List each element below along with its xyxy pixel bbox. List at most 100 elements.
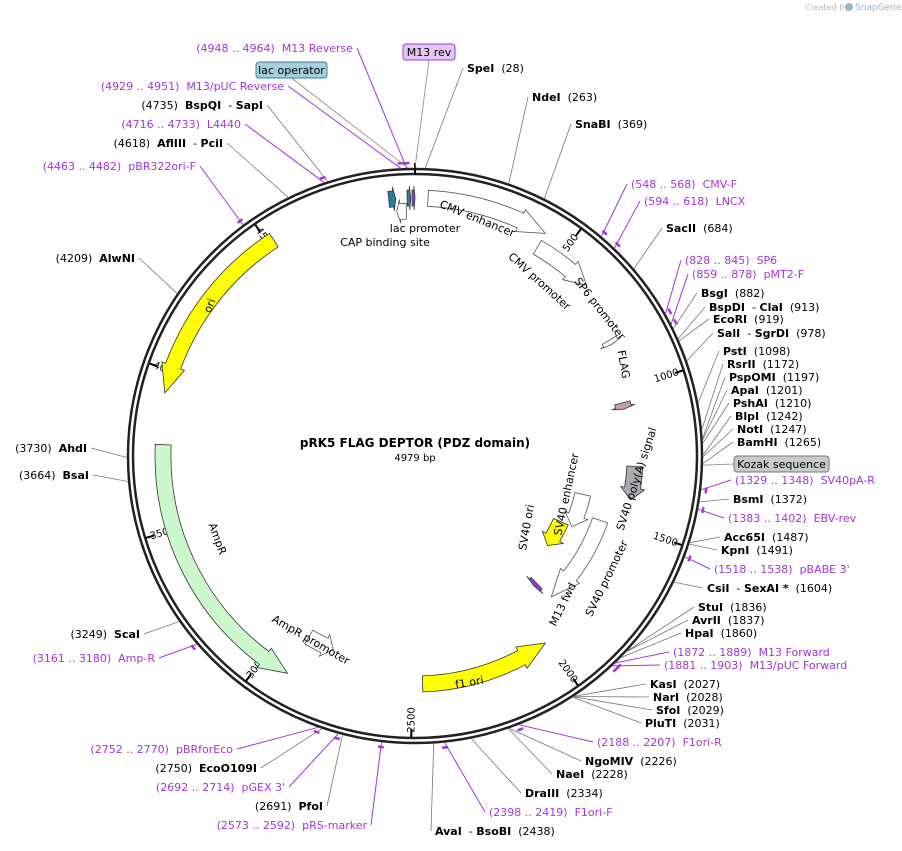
label-f1ori-f: (2398 .. 2419) F1ori-F xyxy=(489,806,613,819)
feature-f1-ori xyxy=(421,642,547,693)
leader-line xyxy=(702,441,734,464)
primer-mark xyxy=(704,487,708,494)
label-part: M13 Reverse xyxy=(282,42,353,55)
label-afliii: (4618) AflIII - PciI xyxy=(114,137,223,150)
label-part: (913) xyxy=(790,301,820,314)
label-part: (828 .. 845) xyxy=(685,254,750,267)
primer-mark xyxy=(236,218,244,224)
label-part: PstI xyxy=(723,345,747,358)
label-part: BsmI xyxy=(733,493,764,506)
label-space xyxy=(52,442,59,455)
leader-line xyxy=(430,743,435,832)
label-pfoi: (2691) PfoI xyxy=(255,800,323,813)
leader-line xyxy=(266,104,329,182)
label-part: (2028) xyxy=(686,691,723,704)
credit-brand: SnapGene xyxy=(855,3,902,13)
label-leader-lines xyxy=(90,47,734,832)
leader-line xyxy=(702,376,726,439)
leader-line xyxy=(677,306,706,340)
label-part: SacII xyxy=(666,222,696,235)
label-space xyxy=(611,118,618,131)
tick-label: 1000 xyxy=(653,367,681,385)
label-part: SV40pA-R xyxy=(821,474,876,487)
label-space xyxy=(757,268,764,281)
label-part: (1210) xyxy=(775,397,812,410)
leader-line xyxy=(620,632,682,659)
leader-line xyxy=(613,200,641,249)
label-part: (1242) xyxy=(766,410,803,423)
leader-line xyxy=(573,683,647,697)
label-space xyxy=(179,80,186,93)
label-space xyxy=(728,287,735,300)
label-space xyxy=(676,736,683,749)
label-noti: NotI (1247) xyxy=(737,423,807,436)
label-space xyxy=(275,42,282,55)
label-space xyxy=(723,601,730,614)
label-part: SgrDI xyxy=(755,327,789,340)
label-dash: - xyxy=(462,825,476,838)
label-part: (1372) xyxy=(771,493,808,506)
label-pshai: PshAI (1210) xyxy=(733,397,811,410)
label-dash: - xyxy=(186,137,200,150)
label-part: (2188 .. 2207) xyxy=(597,736,676,749)
primer-mark xyxy=(333,736,341,741)
label-space xyxy=(121,160,128,173)
box-label-kozak-sequence: Kozak sequence xyxy=(737,458,826,471)
box-leader-line xyxy=(414,59,430,169)
label-part: AvrII xyxy=(692,614,721,627)
label-space xyxy=(749,544,756,557)
label-ahdi: (3730) AhdI xyxy=(15,442,87,455)
label-part: SpeI xyxy=(467,62,494,75)
label-part: StuI xyxy=(698,601,723,614)
label-ecoo109i: (2750) EcoO109I xyxy=(155,762,257,775)
feature-sv40-ori xyxy=(541,517,569,546)
label-acc65i: Acc65I (1487) xyxy=(724,531,809,544)
box-label-m13-rev: M13 rev xyxy=(407,46,452,59)
feature-label-ori: ori xyxy=(201,297,218,315)
label-ngomiv: NgoMIV (2226) xyxy=(585,755,677,768)
label-part: (1860) xyxy=(721,627,758,640)
label-psti: PstI (1098) xyxy=(723,345,790,358)
leader-line xyxy=(326,734,343,807)
label-part: SnaBI xyxy=(575,118,611,131)
label-part: (3161 .. 3180) xyxy=(33,652,112,665)
label-part: LNCX xyxy=(716,195,746,208)
label-part: (882) xyxy=(735,287,765,300)
label-part: (684) xyxy=(703,222,733,235)
label-part: (4716 .. 4733) xyxy=(121,118,200,131)
label-pbrforeco: (2752 .. 2770) pBRforEco xyxy=(90,743,233,756)
feature-label-m13-fwd: M13 fwd xyxy=(547,581,579,629)
label-prs-marker: (2573 .. 2592) pRS-marker xyxy=(217,819,368,832)
leader-line xyxy=(689,543,718,551)
tick-mark xyxy=(674,369,684,374)
leader-line xyxy=(573,696,653,711)
label-part: pRS-marker xyxy=(302,819,367,832)
label-m13-puc-forward: (1881 .. 1903) M13/pUC Forward xyxy=(664,659,847,672)
label-part: SalI xyxy=(717,327,740,340)
tick-label: 2000 xyxy=(556,658,580,685)
label-amp-r: (3161 .. 3180) Amp-R xyxy=(33,652,156,665)
tick-mark xyxy=(254,224,261,232)
label-space xyxy=(776,371,783,384)
box-leader-line xyxy=(702,463,735,466)
label-part: Acc65I xyxy=(724,531,765,544)
label-space xyxy=(752,646,759,659)
feature-sv40-enhancer xyxy=(564,492,591,528)
tick-mark xyxy=(145,534,155,539)
leader-line xyxy=(288,733,339,788)
label-pluti: PluTI (2031) xyxy=(645,717,720,730)
label-part: KpnI xyxy=(721,544,749,557)
leader-line xyxy=(444,742,486,813)
label-part: NarI xyxy=(653,691,679,704)
label-part: pMT2-F xyxy=(764,268,805,281)
label-part: (2029) xyxy=(687,704,724,717)
label-part: (1604) xyxy=(796,582,833,595)
label-ebv-rev: (1383 .. 1402) EBV-rev xyxy=(728,512,857,525)
box-lac-operator xyxy=(255,61,328,79)
label-space xyxy=(494,62,501,75)
feature-label-lac-promoter: lac promoter xyxy=(390,222,461,235)
feature-lac-promoter xyxy=(396,199,408,224)
label-space xyxy=(178,99,185,112)
label-space xyxy=(559,787,566,800)
label-space xyxy=(192,762,199,775)
